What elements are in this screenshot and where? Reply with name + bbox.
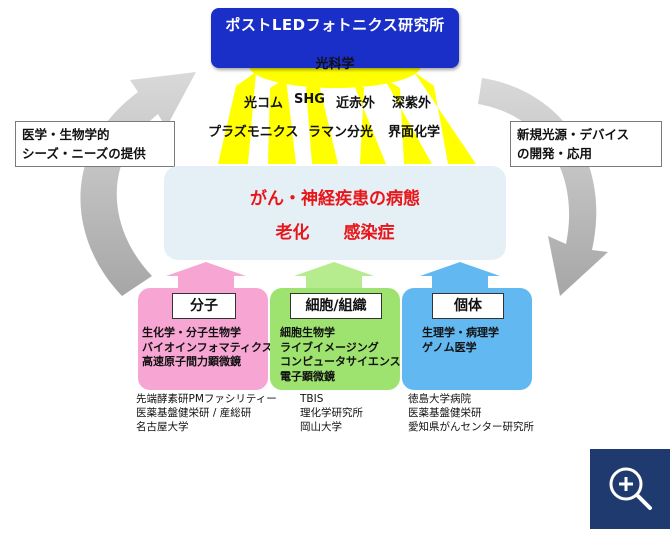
tech-plasmonics: プラズモニクス (208, 125, 299, 140)
list-item: 細胞生物学 (280, 326, 335, 339)
tech-deep-uv: 深紫外 (392, 96, 432, 111)
up-arrow-cell (294, 262, 374, 288)
cycle-arrow-right (478, 78, 608, 296)
disease-center-box: がん・神経疾患の病態 老化 感染症 (164, 166, 506, 260)
group-molecule-items: 生化学・分子生物学 バイオインフォマティクス 高速原子間力顕微鏡 (142, 326, 273, 370)
group-cell-tissue-items: 細胞生物学 ライブイメージング コンピュータサイエンス 電子顕微鏡 (280, 326, 401, 384)
group-individual-title: 個体 (432, 293, 504, 319)
tech-raman: ラマン分光 (308, 125, 374, 140)
list-item: 生化学・分子生物学 (142, 326, 241, 339)
list-item: ゲノム医学 (422, 340, 477, 354)
group-molecule-title: 分子 (172, 293, 236, 319)
list-item: 先端酵素研PMファシリティー (136, 393, 277, 405)
list-item: 名古屋大学 (136, 421, 189, 433)
center-line2: 老化 感染症 (275, 223, 395, 243)
institute-title: ポストLEDフォトニクス研究所 (225, 16, 445, 34)
left-box-line1: 医学・生物学的 (22, 127, 110, 142)
tech-interface-chemistry: 界面化学 (388, 125, 441, 140)
center-line1: がん・神経疾患の病態 (250, 189, 420, 209)
up-arrow-molecule (166, 262, 246, 288)
list-item: 電子顕微鏡 (280, 369, 335, 383)
list-item: 生理学・病理学 (422, 326, 499, 339)
left-box-line2: シーズ・ニーズの提供 (22, 146, 146, 161)
left-side-box: 医学・生物学的 シーズ・ニーズの提供 (15, 121, 175, 167)
group-individual: 個体 生理学・病理学 ゲノム医学 (402, 288, 532, 390)
institutions-individual: 徳島大学病院 医薬基盤健栄研 愛知県がんセンター研究所 (408, 392, 534, 434)
tech-shg: SHG (294, 92, 325, 107)
group-cell-tissue-title: 細胞/組織 (290, 293, 382, 319)
zoom-button[interactable] (590, 449, 670, 529)
list-item: バイオインフォマティクス (142, 340, 273, 354)
list-item: 医薬基盤健栄研 / 産総研 (136, 407, 252, 419)
tech-near-infrared: 近赤外 (336, 96, 376, 111)
list-item: TBIS (300, 393, 324, 405)
list-item: ライブイメージング (280, 340, 379, 354)
list-item: コンピュータサイエンス (280, 355, 401, 368)
right-box-line1: 新規光源・デバイス (517, 127, 630, 142)
list-item: 愛知県がんセンター研究所 (408, 421, 534, 433)
list-item: 医薬基盤健栄研 (408, 407, 482, 419)
list-item: 徳島大学病院 (408, 393, 471, 405)
tech-optical-comb: 光コム (244, 96, 284, 111)
institutions-molecule: 先端酵素研PMファシリティー 医薬基盤健栄研 / 産総研 名古屋大学 (136, 392, 277, 434)
up-arrow-individual (420, 262, 500, 288)
right-side-box: 新規光源・デバイス の開発・応用 (510, 121, 662, 167)
right-box-line2: の開発・応用 (517, 146, 593, 161)
list-item: 岡山大学 (300, 421, 342, 433)
group-individual-items: 生理学・病理学 ゲノム医学 (422, 326, 499, 355)
sun-rays (218, 72, 476, 164)
list-item: 理化学研究所 (300, 407, 363, 419)
group-cell-tissue: 細胞/組織 細胞生物学 ライブイメージング コンピュータサイエンス 電子顕微鏡 (270, 288, 401, 390)
institute-title-box: ポストLEDフォトニクス研究所 (211, 8, 459, 68)
institutions-cell-tissue: TBIS 理化学研究所 岡山大学 (300, 392, 363, 434)
zoom-in-icon (609, 467, 652, 510)
sun-label: 光科学 (315, 57, 355, 72)
list-item: 高速原子間力顕微鏡 (142, 355, 241, 368)
group-molecule: 分子 生化学・分子生物学 バイオインフォマティクス 高速原子間力顕微鏡 (138, 288, 273, 390)
